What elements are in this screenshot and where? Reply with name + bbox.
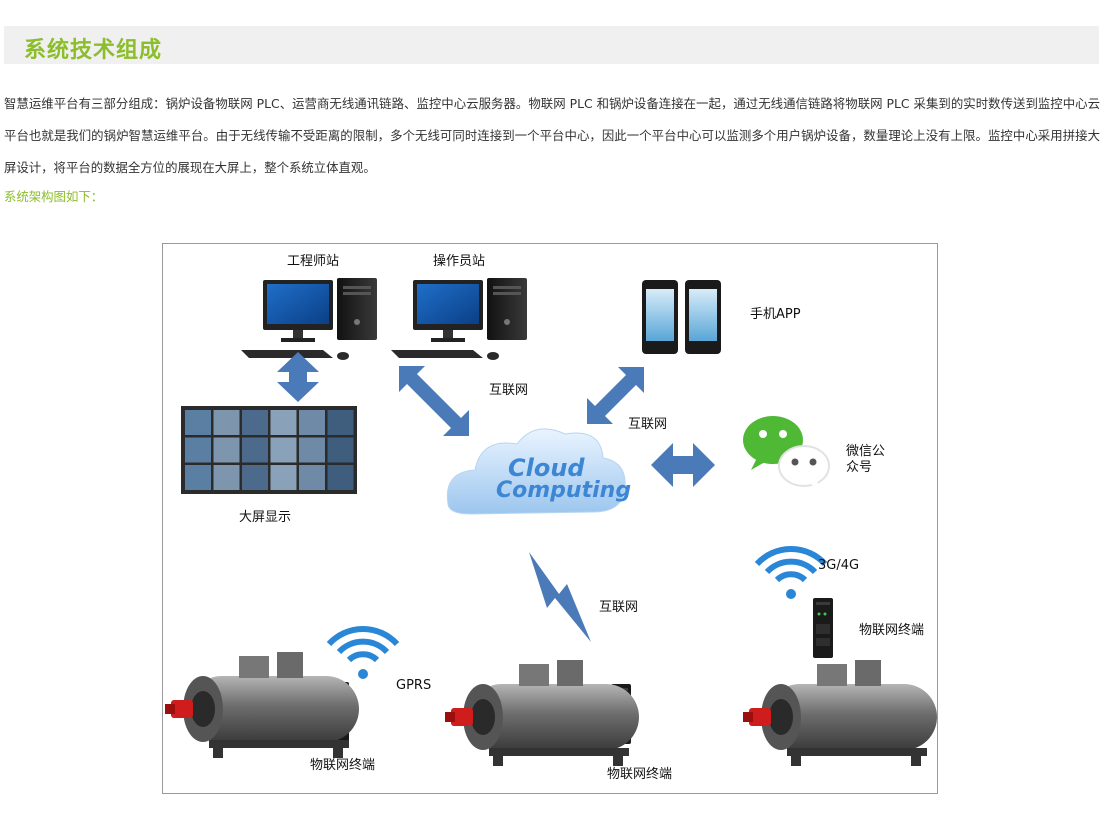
video-wall-tile: [185, 465, 211, 490]
label-big-screen: 大屏显示: [239, 510, 292, 525]
label-engineer-station: 工程师站: [287, 254, 340, 269]
cloud-text-line1: Cloud: [508, 454, 585, 482]
intro-paragraph: 智慧运维平台有三部分组成：锅炉设备物联网 PLC、运营商无线通讯链路、监控中心云…: [4, 96, 1100, 175]
video-wall-tile: [270, 465, 297, 490]
label-internet-left: 互联网: [489, 383, 529, 398]
boiler-left: [165, 652, 359, 758]
cloud-text-line2: Computing: [496, 478, 632, 503]
video-wall-tile: [213, 437, 240, 463]
label-iot-terminal-left: 物联网终端: [310, 758, 376, 773]
video-wall-tile: [270, 437, 297, 463]
video-wall-tile: [327, 410, 354, 435]
double-arrows: [277, 352, 715, 487]
video-wall-tile: [327, 465, 354, 490]
cloud-computing: [446, 428, 626, 515]
label-iot-terminal-right: 物联网终端: [859, 623, 925, 638]
video-wall-tile: [213, 465, 240, 490]
label-gprs: GPRS: [396, 678, 432, 693]
video-wall-tile: [299, 410, 325, 435]
label-internet-bottom: 互联网: [599, 600, 639, 615]
video-wall-tile: [327, 437, 354, 463]
diagram-graphics: [165, 278, 937, 766]
wechat-icon: [743, 416, 830, 494]
diagram-intro-label: 系统架构图如下：: [4, 189, 104, 204]
iot-box-right: [813, 598, 833, 658]
video-wall-tile: [270, 410, 297, 435]
label-iot-terminal-middle: 物联网终端: [607, 767, 673, 782]
boiler-middle: [445, 660, 639, 766]
video-wall-tile: [242, 465, 268, 490]
video-wall-tile: [185, 437, 211, 463]
mobile-phones: [642, 280, 721, 354]
system-architecture-diagram: 工程师站 操作员站 手机APP 互联网 互联网 微信公 众号 大屏显示 Clou…: [162, 243, 938, 794]
video-wall: [181, 406, 357, 494]
wifi-icon-right: [757, 549, 825, 599]
label-internet-right: 互联网: [628, 417, 668, 432]
label-mobile-app: 手机APP: [750, 307, 801, 322]
label-wechat: 微信公 众号: [846, 444, 886, 475]
label-3g4g: 3G/4G: [818, 558, 860, 573]
video-wall-tile: [242, 437, 268, 463]
video-wall-tile: [185, 410, 211, 435]
section-header: 系统技术组成: [4, 26, 1099, 64]
video-wall-tile: [213, 410, 240, 435]
boiler-right: [743, 660, 937, 766]
video-wall-tile: [299, 437, 325, 463]
wifi-icon-left: [329, 629, 397, 679]
lightning-bolt: [529, 552, 591, 642]
label-operator-station: 操作员站: [433, 254, 486, 269]
video-wall-tile: [242, 410, 268, 435]
section-title: 系统技术组成: [24, 38, 163, 63]
operator-workstation: [391, 278, 527, 360]
video-wall-tile: [299, 465, 325, 490]
engineer-workstation: [241, 278, 377, 360]
